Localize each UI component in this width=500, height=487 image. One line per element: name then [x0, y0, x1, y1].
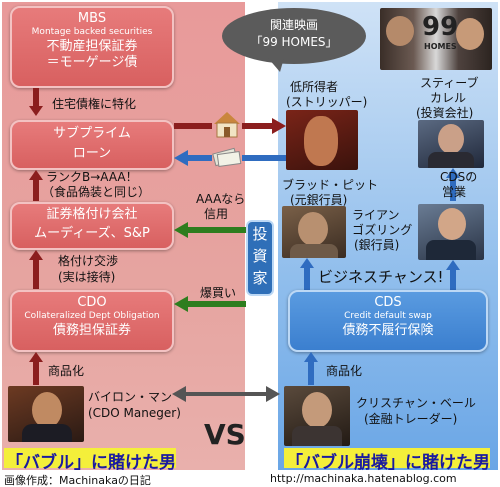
mbs-down-arrow — [29, 88, 43, 116]
subprime-box: サブプライム ローン — [10, 120, 174, 170]
rating-up-arrow — [29, 170, 43, 201]
rating-arrow-label-line2: (実は接待) — [58, 270, 116, 284]
speech-bubble-tail — [268, 58, 284, 72]
mbs-arrow-label: 住宅債権に特化 — [52, 97, 137, 111]
rating-line1: 証券格付け会社 — [46, 207, 138, 222]
trust-arrow — [174, 222, 246, 238]
ryan-gosling-photo — [418, 204, 484, 260]
ryan-label-line3: (銀行員) — [354, 238, 400, 252]
speech-line1: 関連映画 — [269, 18, 318, 32]
movie-poster: 99 HOMES — [380, 8, 492, 70]
movie-poster-number: 99 — [422, 12, 459, 42]
blog-url[interactable]: http://machinaka.hatenablog.com — [270, 472, 457, 485]
productize-up-arrow-left — [29, 352, 43, 385]
cds-sales-label-line2: 営業 — [442, 185, 467, 199]
loan-arrow-to-borrower — [174, 118, 286, 134]
rating-line2: ムーディーズ、S&P — [34, 226, 150, 242]
rank-label-line2: （食品偽装と同じ） — [42, 185, 151, 199]
cds-line1: 債務不履行保険 — [342, 322, 434, 338]
brad-to-cds-arrow — [300, 258, 314, 291]
house-icon — [214, 112, 240, 138]
low-income-label-line1: 低所得者 — [290, 80, 339, 94]
cds-box: CDS Credit default swap 債務不履行保険 — [288, 290, 488, 352]
subprime-line2: ローン — [72, 146, 112, 162]
bale-label-line2: (金融トレーダー) — [364, 412, 458, 426]
productize-label-left: 商品化 — [48, 364, 85, 378]
mbs-line2: ＝モーゲージ債 — [46, 54, 138, 70]
cdo-line1: 債務担保証券 — [52, 322, 131, 338]
byron-mann-photo — [8, 386, 84, 442]
aaa-label-line1: AAAなら — [196, 192, 246, 206]
buy-arrow — [174, 296, 246, 312]
mbs-title: MBS — [77, 11, 107, 26]
brad-pitt-photo — [282, 206, 346, 258]
movie-poster-sub: HOMES — [424, 42, 457, 51]
ryan-label-line1: ライアン — [352, 208, 400, 222]
brad-label-line1: ブラッド・ピット — [282, 178, 379, 192]
bale-label-line1: クリスチャン・ベール — [356, 396, 476, 410]
mbs-box: MBS Montage backed securities 不動産担保証券 ＝モ… — [10, 6, 174, 88]
ryan-to-cds-arrow — [446, 260, 460, 291]
repay-arrow-to-lender — [174, 150, 286, 166]
image-credit: 画像作成：Machinakaの日記 — [4, 474, 151, 487]
cdo-up-arrow — [29, 250, 43, 289]
mbs-line1: 不動産担保証券 — [46, 38, 138, 54]
cds-sales-arrow — [446, 168, 460, 201]
business-chance-label: ビジネスチャンス! — [318, 268, 444, 286]
christian-bale-photo — [284, 386, 350, 446]
mbs-subtitle: Montage backed securities — [31, 27, 153, 38]
ryan-label-line2: ゴズリング — [352, 223, 413, 237]
brad-label-line2: (元銀行員) — [290, 193, 348, 207]
byron-label-line1: バイロン・マン — [88, 390, 173, 404]
productize-label-right: 商品化 — [326, 364, 363, 378]
steve-carell-photo — [418, 120, 484, 168]
cdo-title: CDO — [77, 295, 107, 310]
cds-title: CDS — [374, 295, 402, 310]
right-footer-title: 「バブル崩壊」に賭けた男 — [286, 453, 490, 473]
speech-line2: 「99 HOMES」 — [250, 35, 338, 49]
investor-char3: 家 — [252, 268, 268, 287]
cdo-box: CDO Collateralized Dept Obligation 債務担保証… — [10, 290, 174, 352]
byron-label-line2: (CDO Maneger) — [88, 406, 181, 420]
cdo-subtitle: Collateralized Dept Obligation — [24, 311, 160, 322]
stripper-photo — [286, 110, 358, 170]
right-footer-title-bar — [284, 448, 490, 468]
low-income-label-line2: (ストリッパー) — [286, 95, 368, 109]
buy-label: 爆買い — [200, 286, 237, 300]
subprime-line1: サブプライム — [53, 126, 131, 141]
vs-label: VS — [204, 418, 246, 451]
left-footer-title-bar — [4, 448, 176, 468]
productize-up-arrow-right — [304, 352, 318, 385]
investor-char1: 投 — [252, 225, 268, 243]
steve-label-line1: スティーブ — [420, 76, 479, 90]
left-footer-title: 「バブル」に賭けた男 — [6, 453, 176, 473]
aaa-label-line2: 信用 — [204, 207, 229, 221]
cds-sales-label-line1: CDSの — [440, 170, 478, 184]
rating-arrow-label-line1: 格付け交渉 — [58, 254, 119, 268]
vs-double-arrow — [172, 386, 280, 402]
rank-label-line1: ランクB→AAA！ — [46, 170, 138, 184]
investor-box: 投 資 家 — [246, 220, 274, 296]
speech-bubble: 関連映画 「99 HOMES」 — [222, 8, 366, 64]
money-icon — [212, 147, 242, 168]
steve-label-line3: (投資会社) — [416, 106, 474, 120]
investor-char2: 資 — [252, 246, 268, 265]
cds-subtitle: Credit default swap — [344, 311, 432, 322]
steve-label-line2: カレル — [430, 91, 467, 105]
rating-agency-box: 証券格付け会社 ムーディーズ、S&P — [10, 202, 174, 250]
